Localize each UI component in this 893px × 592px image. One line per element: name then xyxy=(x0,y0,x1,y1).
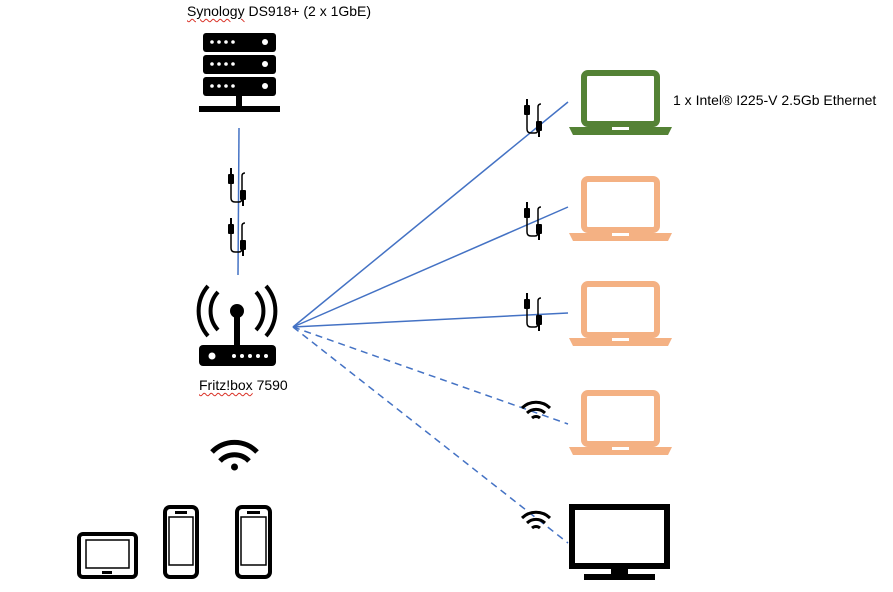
ethernet-cable-icon xyxy=(523,292,543,332)
link-laptop-orange-3 xyxy=(292,326,569,425)
link-lines xyxy=(237,101,569,544)
monitor-icon xyxy=(569,504,670,580)
laptop-icon-orange xyxy=(569,176,672,241)
laptop-icon-green xyxy=(569,70,672,135)
router-icon xyxy=(196,284,278,366)
link-monitor xyxy=(292,326,569,544)
link-laptop-orange-2 xyxy=(292,312,569,328)
nas-label: Synology DS918+ (2 x 1GbE) xyxy=(187,3,372,19)
link-laptop-orange-1 xyxy=(292,206,569,328)
router-label: Fritz!box 7590 xyxy=(199,377,288,393)
server-icon xyxy=(199,33,280,112)
wifi-icon xyxy=(210,439,259,471)
laptop-icon-orange xyxy=(569,390,672,455)
link-laptop-green xyxy=(292,101,569,328)
nic-label: 1 x Intel® I225-V 2.5Gb Ethernet xyxy=(673,92,877,108)
tablet-icon xyxy=(77,532,138,579)
ethernet-cable-icon xyxy=(227,167,247,207)
wifi-icon xyxy=(520,510,552,530)
smartphone-icon xyxy=(163,505,199,579)
smartphone-icon xyxy=(235,505,272,579)
ethernet-cable-icon xyxy=(227,217,247,257)
ethernet-cable-icon xyxy=(523,201,543,241)
laptop-icon-orange xyxy=(569,281,672,346)
